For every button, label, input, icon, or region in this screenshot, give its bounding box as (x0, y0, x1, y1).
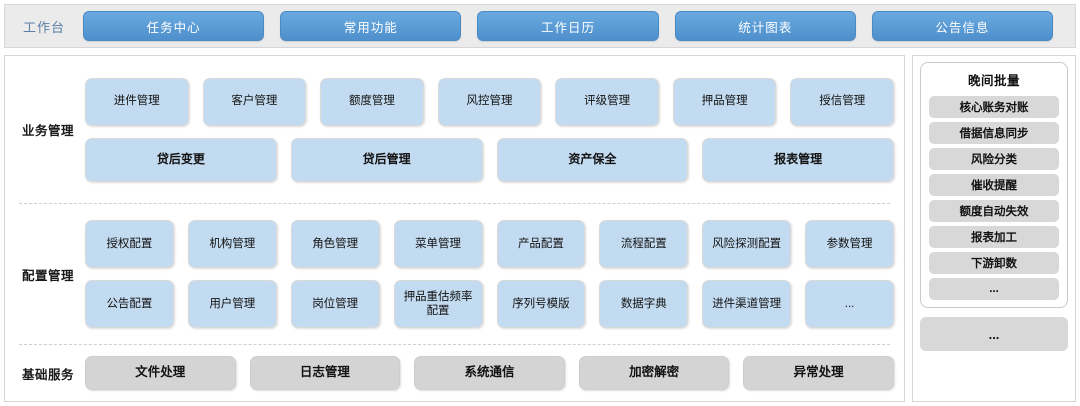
right-side-panel: 晚间批量 核心账务对账 借据信息同步 风险分类 催收提醒 额度自动失效 报表加工… (912, 55, 1076, 402)
divider-business-config (19, 203, 890, 204)
module-post-management[interactable]: 岗位管理 (290, 280, 380, 328)
module-serial-number-template[interactable]: 序列号模版 (496, 280, 586, 328)
batch-report-processing[interactable]: 报表加工 (929, 226, 1059, 248)
workbench-label: 工作台 (22, 19, 65, 35)
section-business-management: 业务管理 进件管理 客户管理 额度管理 风控管理 评级管理 押品管理 授信管理 … (5, 56, 904, 203)
module-post-loan-change[interactable]: 贷后变更 (85, 137, 277, 182)
batch-collection-reminder[interactable]: 催收提醒 (929, 174, 1059, 196)
module-incoming-channel-management[interactable]: 进件渠道管理 (702, 280, 792, 328)
business-row-2: 贷后变更 贷后管理 资产保全 报表管理 (85, 137, 894, 182)
section-configuration-management: 配置管理 授权配置 机构管理 角色管理 菜单管理 产品配置 流程配置 风险探测配… (5, 204, 904, 344)
module-process-config[interactable]: 流程配置 (599, 220, 689, 268)
module-customer-management[interactable]: 客户管理 (202, 77, 307, 126)
night-batch-title: 晚间批量 (967, 74, 1020, 88)
module-credit-limit-management[interactable]: 额度管理 (320, 77, 424, 126)
module-collateral-management[interactable]: 押品管理 (672, 77, 777, 126)
module-incoming-management[interactable]: 进件管理 (85, 77, 189, 126)
module-config-more[interactable]: ... (805, 280, 894, 328)
section-label-basic-services: 基础服务 (21, 367, 74, 382)
module-role-management[interactable]: 角色管理 (290, 220, 380, 268)
module-user-management[interactable]: 用户管理 (187, 280, 277, 328)
basic-rows: 文件处理 日志管理 系统通信 加密解密 异常处理 (85, 349, 894, 397)
section-basic-services: 基础服务 文件处理 日志管理 系统通信 加密解密 异常处理 (5, 345, 904, 401)
basic-row-1: 文件处理 日志管理 系统通信 加密解密 异常处理 (85, 356, 894, 390)
section-label-business: 业务管理 (21, 124, 74, 138)
module-report-management[interactable]: 报表管理 (702, 137, 894, 182)
module-collateral-revaluation-frequency-config[interactable]: 押品重估频率配置 (393, 280, 483, 328)
top-header-bar: 工作台 任务中心 常用功能 工作日历 统计图表 公告信息 (4, 4, 1076, 48)
batch-more[interactable]: ... (929, 278, 1059, 300)
batch-risk-classification[interactable]: 风险分类 (929, 148, 1059, 170)
module-file-processing[interactable]: 文件处理 (85, 356, 236, 390)
batch-auto-credit-limit-expiry[interactable]: 额度自动失效 (929, 200, 1059, 222)
module-post-loan-management[interactable]: 贷后管理 (290, 137, 483, 182)
tab-task-center[interactable]: 任务中心 (83, 11, 265, 41)
business-row-1: 进件管理 客户管理 额度管理 风控管理 评级管理 押品管理 授信管理 (85, 77, 895, 126)
module-risk-control-management[interactable]: 风控管理 (437, 77, 542, 126)
module-product-config[interactable]: 产品配置 (496, 220, 586, 268)
module-parameter-management[interactable]: 参数管理 (805, 220, 894, 268)
tab-announcement[interactable]: 公告信息 (871, 11, 1054, 41)
tab-statistics-chart[interactable]: 统计图表 (674, 11, 856, 41)
module-system-communication[interactable]: 系统通信 (414, 356, 565, 390)
module-exception-handling[interactable]: 异常处理 (743, 356, 894, 390)
batch-downstream-data-unload[interactable]: 下游卸数 (929, 252, 1059, 274)
tab-common-functions[interactable]: 常用功能 (280, 11, 462, 41)
module-log-management[interactable]: 日志管理 (249, 356, 401, 390)
night-batch-card: 晚间批量 核心账务对账 借据信息同步 风险分类 催收提醒 额度自动失效 报表加工… (920, 62, 1068, 308)
config-row-2: 公告配置 用户管理 岗位管理 押品重估频率配置 序列号模版 数据字典 进件渠道管… (85, 280, 894, 328)
module-authorization-config[interactable]: 授权配置 (85, 220, 174, 268)
business-rows: 进件管理 客户管理 额度管理 风控管理 评级管理 押品管理 授信管理 贷后变更 … (85, 64, 895, 195)
tab-work-calendar[interactable]: 工作日历 (477, 11, 659, 41)
header-tab-group: 任务中心 常用功能 工作日历 统计图表 公告信息 (83, 11, 1075, 41)
module-asset-preservation[interactable]: 资产保全 (496, 137, 689, 182)
module-menu-management[interactable]: 菜单管理 (393, 220, 483, 268)
module-map-frame: 业务管理 进件管理 客户管理 额度管理 风控管理 评级管理 押品管理 授信管理 … (4, 55, 905, 402)
module-organization-management[interactable]: 机构管理 (187, 220, 277, 268)
section-label-configuration: 配置管理 (21, 268, 74, 283)
config-rows: 授权配置 机构管理 角色管理 菜单管理 产品配置 流程配置 风险探测配置 参数管… (85, 210, 894, 338)
batch-core-account-reconciliation[interactable]: 核心账务对账 (929, 96, 1059, 118)
module-data-dictionary[interactable]: 数据字典 (599, 280, 689, 328)
right-panel-more[interactable]: ... (920, 317, 1068, 351)
batch-iou-info-sync[interactable]: 借据信息同步 (929, 122, 1059, 144)
config-row-1: 授权配置 机构管理 角色管理 菜单管理 产品配置 流程配置 风险探测配置 参数管… (85, 220, 894, 268)
module-encryption-decryption[interactable]: 加密解密 (578, 356, 730, 390)
module-credit-granting-management[interactable]: 授信管理 (790, 77, 895, 126)
module-announcement-config[interactable]: 公告配置 (85, 280, 174, 328)
module-risk-detection-config[interactable]: 风险探测配置 (702, 220, 792, 268)
divider-config-basic (19, 344, 890, 345)
module-rating-management[interactable]: 评级管理 (555, 77, 659, 126)
